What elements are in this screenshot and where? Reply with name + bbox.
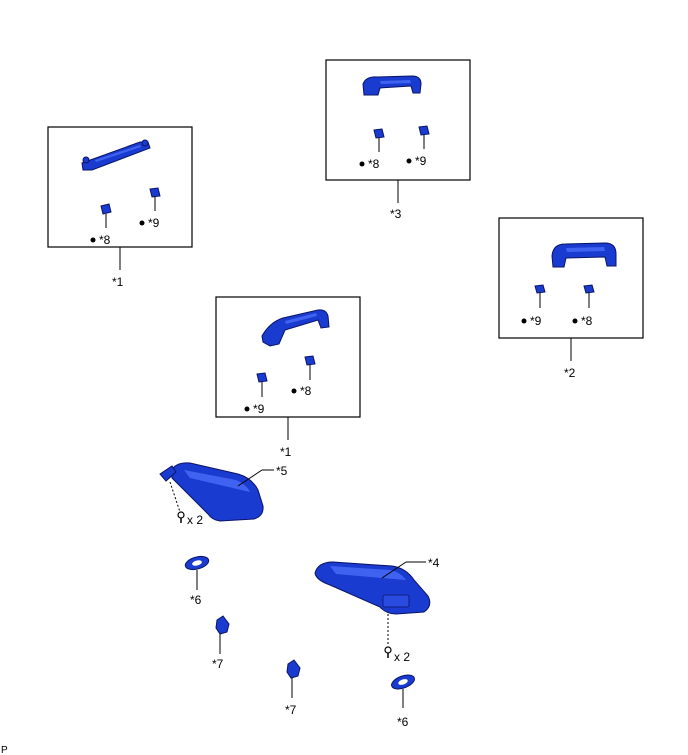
- assist-grip-group-b: *8 *9 *3: [325, 59, 471, 221]
- hook-right-callout: *7: [285, 703, 297, 717]
- clip-b-1-label: *8: [368, 157, 380, 171]
- clip-d-1: [256, 372, 268, 397]
- group-c-frame: [498, 217, 644, 339]
- visor-left-screw-qty: x 2: [187, 513, 203, 527]
- clip-d-2: [304, 355, 316, 380]
- clip-b-1: [373, 128, 385, 152]
- clip-c-2: [583, 284, 595, 308]
- hook-left-callout: *7: [212, 657, 224, 671]
- visor-right-mirror: [382, 594, 410, 608]
- dot-marker: [90, 237, 96, 243]
- clip-a-1-label: *8: [99, 233, 111, 247]
- clip-b-2-label: *9: [415, 154, 427, 168]
- visor-left-callout: *5: [276, 464, 288, 478]
- visor-right-screw-qty: x 2: [394, 650, 410, 664]
- group-d-frame: [215, 296, 361, 418]
- dot-marker: [139, 220, 145, 226]
- assist-grip-group-d: *9 *8 *1: [215, 296, 361, 459]
- dot-marker: [406, 158, 412, 164]
- clip-a-2-label: *9: [148, 216, 160, 230]
- group-b-callout: *3: [390, 207, 402, 221]
- assist-grip-group-a: *8 *9 *1: [47, 126, 193, 289]
- clip-a-1: [100, 203, 112, 228]
- visor-holder-left: *6: [184, 555, 210, 607]
- clip-b-2: [418, 125, 430, 149]
- group-a-frame: [47, 126, 193, 248]
- assist-grip-b: [362, 75, 422, 96]
- holder-right-callout: *6: [397, 715, 409, 729]
- clip-c-1: [534, 284, 546, 308]
- group-a-callout: *1: [112, 275, 124, 289]
- dot-marker: [291, 388, 297, 394]
- group-c-callout: *2: [564, 366, 576, 380]
- screw-icon: [384, 646, 392, 658]
- dot-marker: [244, 406, 250, 412]
- clip-c-2-label: *8: [581, 314, 593, 328]
- dot-marker: [521, 318, 527, 324]
- assist-grip-d: [261, 309, 330, 347]
- group-d-callout: *1: [280, 445, 292, 459]
- visor-hook-right: *7: [285, 659, 301, 717]
- visor-holder-right: *6: [391, 674, 415, 729]
- dot-marker: [572, 318, 578, 324]
- assist-grip-a: [81, 139, 151, 171]
- visor-right-callout: *4: [428, 556, 440, 570]
- sun-visor-left: *5 x 2: [159, 462, 288, 527]
- corner-mark: P: [1, 745, 8, 755]
- visor-left-hinge: [159, 465, 177, 482]
- clip-c-1-label: *9: [530, 314, 542, 328]
- clip-a-2: [149, 187, 161, 211]
- holder-left-callout: *6: [190, 593, 202, 607]
- clip-d-2-label: *8: [300, 384, 312, 398]
- assist-grip-c: [551, 242, 617, 268]
- screw-icon: [177, 511, 185, 523]
- dot-marker: [359, 161, 365, 167]
- clip-d-1-label: *9: [253, 402, 265, 416]
- sun-visor-right: *4 x 2: [314, 556, 440, 664]
- assist-grip-group-c: *9 *8 *2: [498, 217, 644, 380]
- visor-hook-left: *7: [212, 615, 230, 671]
